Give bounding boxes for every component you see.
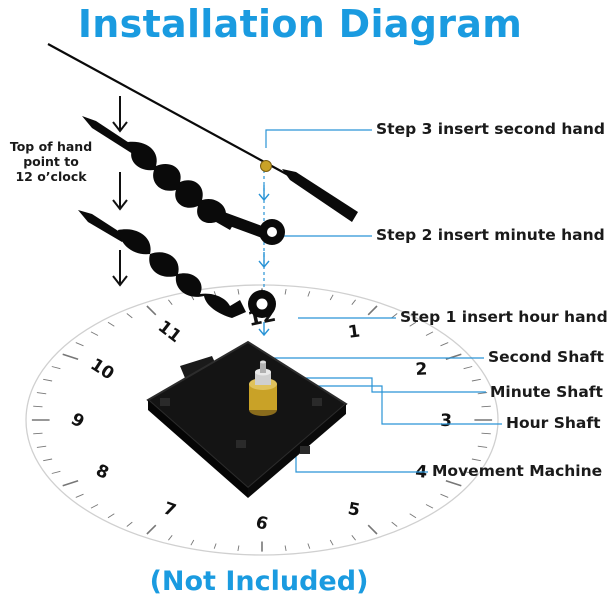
dial-number-5: 5 [346, 499, 361, 521]
dial-minor-tick [36, 445, 47, 448]
dial-minor-tick [75, 342, 84, 347]
leader-movement [295, 456, 428, 473]
dial-minor-tick [284, 289, 287, 295]
note-line: 12 o’clock [15, 169, 87, 184]
dial-minor-tick [391, 521, 398, 527]
label-second-shaft: Second Shaft [488, 348, 604, 366]
down-arrow-icon [112, 172, 128, 211]
diagram-title: Installation Diagram [77, 2, 523, 46]
dial-minor-tick [51, 366, 61, 370]
movement-side [248, 404, 346, 498]
dial-minor-tick [90, 331, 99, 336]
dial-minor-tick [107, 513, 115, 519]
dial-major-tick [445, 480, 462, 487]
alignment-guides [258, 170, 270, 337]
dial-minor-tick [440, 342, 449, 347]
dial-minor-tick [33, 432, 43, 435]
leader-step3 [265, 129, 372, 148]
second-hand-hub [260, 160, 272, 172]
dial-minor-tick [409, 513, 417, 519]
dial-minor-tick [213, 543, 217, 549]
dial-minor-tick [126, 313, 133, 319]
label-step1: Step 1 insert hour hand [400, 308, 608, 326]
dial-major-tick [367, 524, 378, 535]
dial-minor-tick [107, 321, 115, 327]
dial-minor-tick [477, 445, 488, 448]
label-movement: Movement Machine [432, 462, 603, 480]
dial-minor-tick [36, 392, 47, 395]
dial-minor-tick [168, 299, 173, 305]
label-step2: Step 2 insert minute hand [376, 226, 605, 244]
dial-minor-tick [481, 405, 491, 408]
dial-minor-tick [168, 535, 173, 541]
dial-minor-tick [471, 458, 481, 462]
label-minute-shaft: Minute Shaft [490, 383, 603, 401]
down-arrow-icon [258, 322, 270, 337]
dial-minor-tick [126, 521, 133, 527]
leader-hour-shaft [272, 385, 502, 425]
dial-minor-tick [284, 545, 287, 551]
dial-minor-tick [33, 405, 43, 408]
dial-minor-tick [409, 321, 417, 327]
dial-minor-tick [237, 545, 240, 551]
movement-side [148, 400, 248, 498]
dial-minor-tick [90, 504, 99, 509]
dial-minor-tick [481, 432, 491, 435]
dial-minor-tick [43, 458, 53, 462]
dial-minor-tick [425, 504, 434, 509]
dial-major-tick [146, 305, 157, 316]
movement-machine [146, 340, 348, 498]
dial-minor-tick [329, 539, 334, 546]
left-arrows [112, 96, 128, 287]
label-step3: Step 3 insert second hand [376, 120, 606, 138]
note-line: Top of hand [9, 139, 93, 154]
dial-number-1: 1 [347, 321, 361, 342]
down-arrow-icon [258, 185, 270, 202]
dial-minor-tick [463, 470, 473, 474]
dial-major-tick [62, 480, 79, 487]
down-arrow-icon [112, 96, 128, 133]
minute-hand [82, 116, 285, 245]
dial-minor-tick [75, 493, 84, 498]
dial-minor-tick [307, 291, 311, 297]
dial-minor-tick [43, 378, 53, 382]
dial-minor-tick [391, 313, 398, 319]
label-hour-shaft: Hour Shaft [506, 414, 601, 432]
dial-minor-tick [471, 378, 481, 382]
dial-minor-tick [51, 470, 61, 474]
dial-ticks [31, 288, 493, 552]
second-hand [47, 43, 358, 222]
dial-minor-tick [425, 331, 434, 336]
hour-hand [78, 210, 276, 318]
not-included-note: (Not Included) [149, 566, 369, 597]
dial-minor-tick [237, 289, 240, 295]
leader-minute-shaft [266, 377, 486, 393]
dial-major-tick [62, 353, 79, 361]
down-arrow-icon [258, 252, 270, 269]
dial-major-tick [146, 524, 157, 535]
dial-number-6: 6 [253, 512, 270, 534]
dial-minor-tick [190, 539, 195, 546]
dial-minor-tick [440, 493, 449, 498]
note-line: point to [23, 154, 79, 169]
dial-number-3: 3 [440, 411, 452, 431]
dial-minor-tick [477, 392, 488, 395]
dial-minor-tick [351, 299, 356, 305]
dial-minor-tick [329, 294, 334, 301]
dial-minor-tick [307, 543, 311, 549]
down-arrow-icon [112, 250, 128, 287]
dial-minor-tick [463, 366, 473, 370]
dial-number-2: 2 [415, 359, 428, 380]
dial-major-tick [367, 305, 378, 316]
hand-orientation-note: Top of hand point to 12 o’clock [2, 139, 100, 184]
dial-minor-tick [351, 535, 356, 541]
